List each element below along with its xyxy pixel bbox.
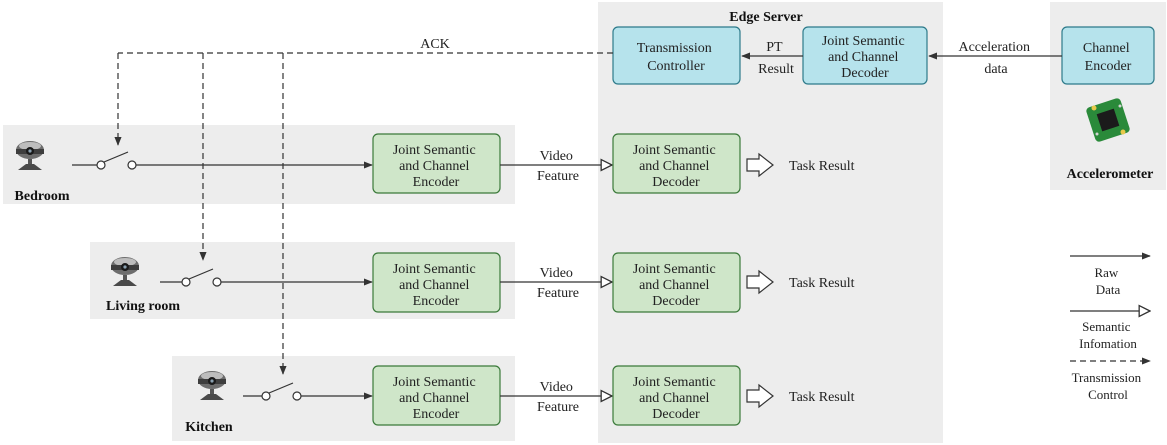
kitchen-result-arrow-icon	[746, 383, 774, 409]
bedroom-decoder-box	[612, 133, 741, 194]
kitchen-feature-label: Video Feature	[537, 380, 579, 415]
accelerometer-label: Accelerometer	[1067, 167, 1154, 182]
bedroom-encoder-label: Joint Semantic and Channel Encoder	[393, 143, 479, 190]
edge-server-title: Edge Server	[729, 10, 802, 25]
legend-semantic-label: Semantic Infomation	[1079, 319, 1137, 351]
kitchen-task-result: Task Result	[789, 390, 855, 405]
bedroom-switch-contact-left	[96, 160, 106, 170]
accelerometer-board-icon	[1086, 98, 1130, 142]
living-room-feature-label: Video Feature	[537, 266, 579, 301]
kitchen-encoder-label: Joint Semantic and Channel Encoder	[393, 375, 479, 422]
ack-label: ACK	[420, 37, 450, 52]
bedroom-switch-contact-right	[127, 160, 137, 170]
living-room-switch-blade	[188, 268, 214, 280]
living-room-label: Living room	[106, 299, 180, 314]
transmission-controller-label: Transmission Controller	[637, 41, 715, 74]
living-room-result-arrow-icon	[746, 269, 774, 295]
kitchen-decoder-label: Joint Semantic and Channel Decoder	[633, 375, 719, 422]
bedroom-feature-label: Video Feature	[537, 149, 579, 184]
kitchen-decoder-box	[612, 365, 741, 426]
pt-result-label: PT Result	[758, 40, 794, 77]
joint-decoder-label: Joint Semantic and Channel Decoder	[822, 34, 908, 81]
transmission-controller-box	[612, 26, 741, 85]
legend: Raw Data Semantic Infomation Transmissio…	[1070, 252, 1150, 402]
kitchen-label: Kitchen	[185, 420, 233, 435]
bedroom-result-arrow-icon	[746, 152, 774, 178]
bedroom-encoder-box	[372, 133, 501, 194]
legend-control-label: Transmission Control	[1072, 370, 1145, 402]
kitchen-switch-contact-right	[292, 391, 302, 401]
kitchen-switch-blade	[268, 382, 294, 394]
living-room-switch-contact-right	[212, 277, 222, 287]
living-room-switch-contact-left	[181, 277, 191, 287]
acceleration-data-label: Acceleration data	[958, 40, 1033, 77]
bedroom-task-result: Task Result	[789, 159, 855, 174]
bedroom-decoder-label: Joint Semantic and Channel Decoder	[633, 143, 719, 190]
living-room-encoder-label: Joint Semantic and Channel Encoder	[393, 262, 479, 309]
kitchen-switch-contact-left	[261, 391, 271, 401]
legend-raw-data-label: Raw Data	[1094, 265, 1121, 297]
living-room-decoder-label: Joint Semantic and Channel Decoder	[633, 262, 719, 309]
bedroom-label: Bedroom	[15, 189, 70, 204]
living-room-task-result: Task Result	[789, 276, 855, 291]
living-room-decoder-box	[612, 252, 741, 313]
channel-encoder-label: Channel Encoder	[1083, 41, 1133, 74]
bedroom-switch-blade	[103, 151, 129, 163]
